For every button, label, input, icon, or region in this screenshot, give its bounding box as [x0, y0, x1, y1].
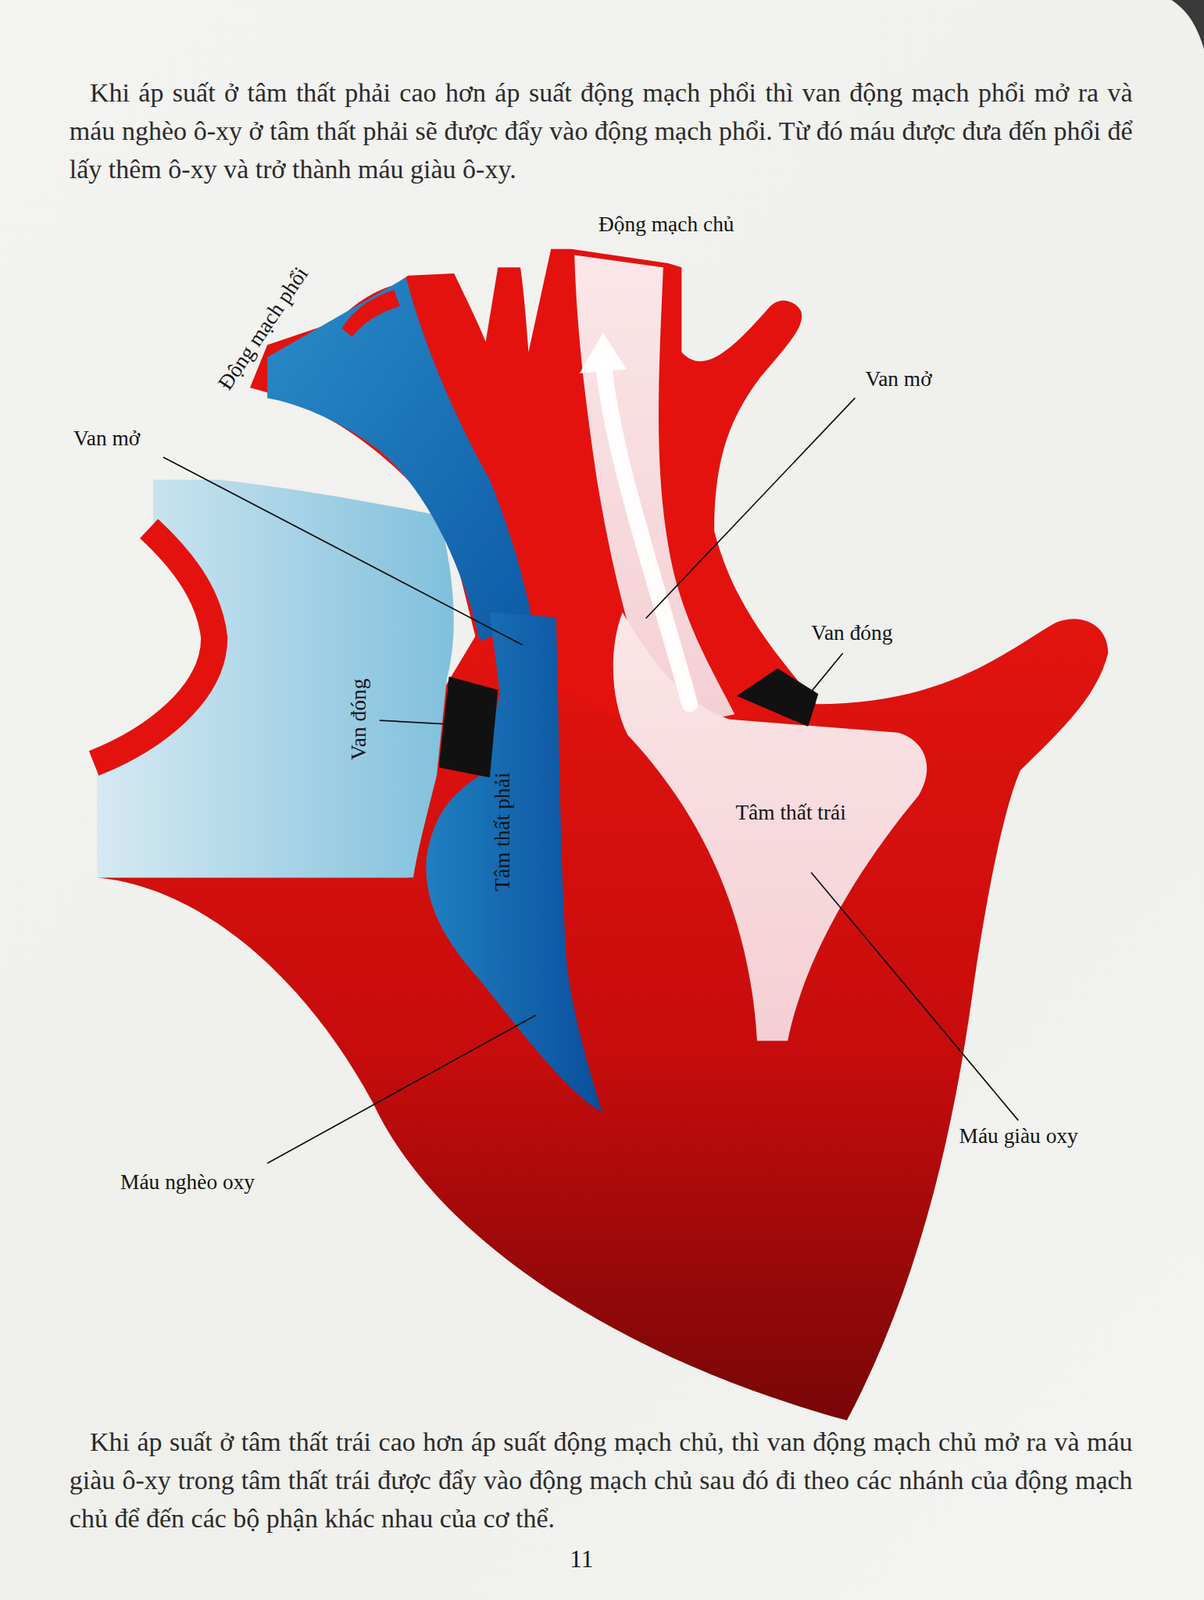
valve-label: Van đóng [811, 621, 893, 647]
chamber-label: Tâm thất trái [735, 800, 846, 826]
valve-label: Van đóng [346, 678, 372, 761]
vessel-label: Động mạch chủ [598, 212, 734, 238]
paragraph: Khi áp suất ở tâm thất trái cao hơn áp s… [69, 1422, 1133, 1538]
leader-line [806, 653, 844, 698]
page-corner [1171, 0, 1204, 50]
flow-arrow [603, 369, 690, 704]
page-number: 11 [569, 1545, 594, 1574]
leader-line [163, 457, 523, 645]
valve-label: Van mở [73, 426, 140, 452]
blood-label: Máu nghèo oxy [120, 1170, 255, 1196]
chamber-label: Tâm thất phải [490, 771, 516, 891]
vessel-wall [341, 289, 400, 337]
vessel-wall [93, 528, 215, 764]
leader-line [379, 720, 454, 725]
blood-label: Máu giàu oxy [959, 1124, 1079, 1150]
leader-line [267, 1015, 536, 1164]
paragraph: Khi áp suất ở tâm thất phải cao hơn áp s… [69, 73, 1133, 189]
valve-label: Van mở [864, 367, 932, 393]
right-ventricle [425, 612, 602, 1113]
left-ventricle [613, 612, 927, 1042]
closed-valve [439, 676, 499, 778]
flow-arrowhead [579, 332, 627, 374]
aorta [574, 255, 735, 730]
leader-line [811, 872, 1019, 1121]
leader-line [646, 397, 856, 619]
vessel-label: Động mạch phổi [213, 262, 314, 395]
pulmonary-artery [267, 277, 533, 641]
